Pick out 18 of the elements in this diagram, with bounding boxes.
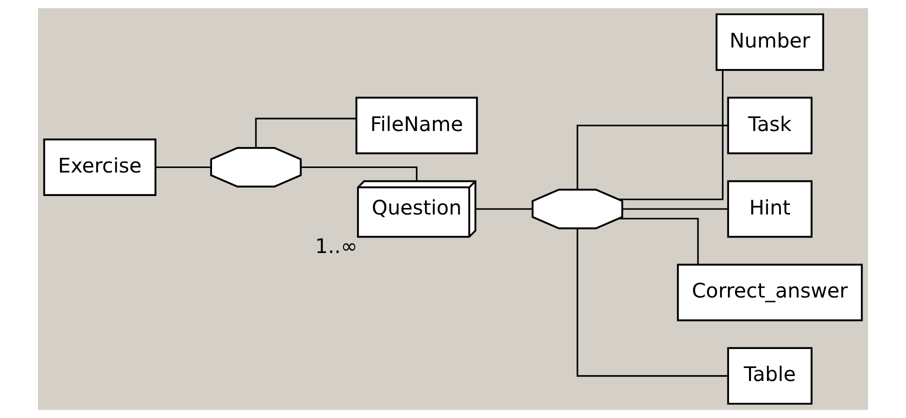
node-octagon — [210, 147, 302, 188]
node-box: Correct_answer — [676, 264, 863, 322]
node-box: Table — [727, 347, 813, 405]
node-box: Exercise — [43, 138, 156, 196]
node-box: Hint — [727, 180, 813, 238]
node-box: Number — [716, 13, 824, 71]
node-box: FileName — [355, 96, 478, 154]
connector — [156, 166, 211, 168]
connector — [476, 208, 533, 210]
node-label: 1..∞ — [315, 234, 358, 258]
connector — [255, 118, 356, 148]
node-octagon — [532, 188, 624, 230]
node-box: Task — [727, 96, 813, 154]
connector — [576, 124, 728, 190]
connector — [618, 218, 699, 265]
connector — [576, 228, 728, 377]
connector — [622, 208, 728, 210]
connector — [618, 70, 724, 200]
